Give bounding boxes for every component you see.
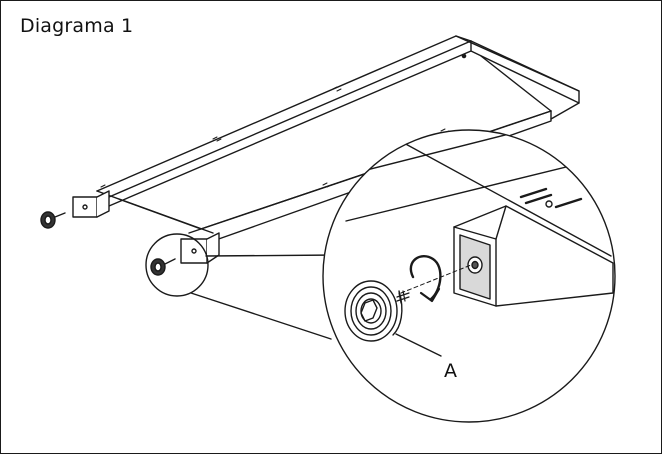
diagram-title: Diagrama 1 [20, 15, 134, 37]
post-left-back [72, 196, 98, 218]
frame-rail-left [96, 190, 202, 230]
detail-circle-large [322, 129, 616, 423]
post-magnified [453, 187, 614, 307]
callout-label-a: A [444, 360, 457, 382]
detail-circle-small [145, 233, 209, 297]
leveling-foot-magnified [344, 280, 410, 342]
post-left-front [180, 238, 208, 264]
rotate-arrow-icon [409, 254, 442, 301]
leveling-foot-front [150, 258, 176, 276]
leveling-foot-back [40, 211, 66, 229]
frame-rail-right [455, 35, 580, 104]
callout-leader-a [395, 333, 442, 357]
